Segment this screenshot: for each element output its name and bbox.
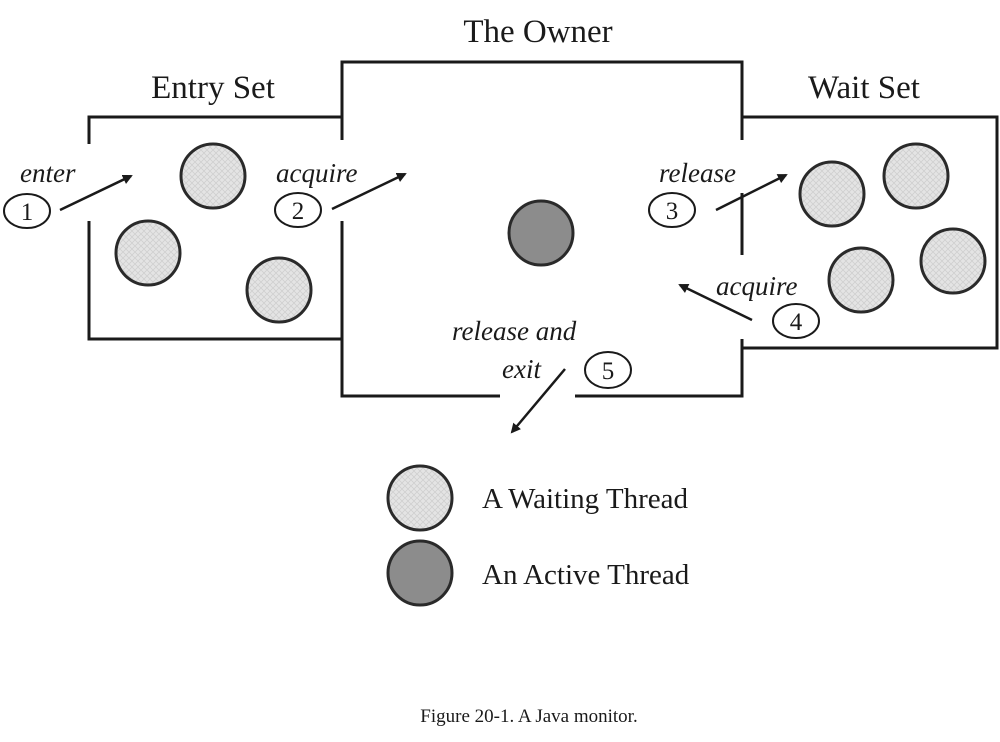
waiting-thread [827, 246, 895, 314]
entry-set-box [87, 115, 342, 341]
release-label: release [659, 158, 736, 188]
owner-box [340, 60, 744, 398]
wait-set-title: Wait Set [808, 70, 920, 106]
acquire-arrow [331, 172, 407, 211]
step-5-badge [584, 351, 632, 389]
step-2-badge [274, 192, 322, 228]
step-4-badge [772, 303, 820, 339]
transition-acquire-wait: acquire 4 [678, 271, 820, 339]
transition-release-exit: release and exit 5 [452, 316, 632, 434]
legend: A Waiting Thread An Active Thread [386, 464, 690, 607]
step-1-number: 1 [21, 199, 34, 226]
step-3-number: 3 [666, 198, 679, 225]
enter-label: enter [20, 158, 76, 188]
step-4-number: 4 [790, 309, 803, 336]
entry-set-title: Entry Set [151, 70, 275, 106]
waiting-thread [114, 219, 182, 287]
acquire-label: acquire [276, 158, 357, 188]
legend-waiting-label: A Waiting Thread [482, 483, 689, 515]
release-exit-label-line1: release and [452, 316, 577, 346]
step-3-badge [648, 192, 696, 228]
waiting-thread [919, 227, 987, 295]
transition-acquire-entry: acquire 2 [274, 158, 407, 228]
legend-active-label: An Active Thread [482, 559, 690, 591]
release-arrow [715, 173, 788, 212]
waiting-thread [179, 142, 247, 210]
release-exit-label-line2: exit [502, 354, 542, 384]
legend-waiting-swatch [386, 464, 454, 532]
acquire-wait-arrow [678, 283, 753, 322]
legend-active-swatch [386, 539, 454, 607]
step-5-number: 5 [602, 358, 615, 385]
acquire-wait-label: acquire [716, 271, 797, 301]
waiting-thread [882, 142, 950, 210]
owner-title: The Owner [463, 14, 612, 50]
waiting-thread [245, 256, 313, 324]
transition-enter: enter 1 [3, 158, 133, 229]
wait-set-threads [798, 142, 987, 314]
transition-release: release 3 [648, 158, 788, 228]
exit-arrow [510, 368, 566, 434]
step-1-badge [3, 193, 51, 229]
waiting-thread [798, 160, 866, 228]
figure-caption: Figure 20-1. A Java monitor. [420, 706, 637, 727]
enter-arrow [59, 174, 133, 212]
wait-set-box [742, 115, 999, 350]
active-thread [507, 199, 575, 267]
step-2-number: 2 [292, 198, 305, 225]
entry-set-threads [114, 142, 313, 324]
